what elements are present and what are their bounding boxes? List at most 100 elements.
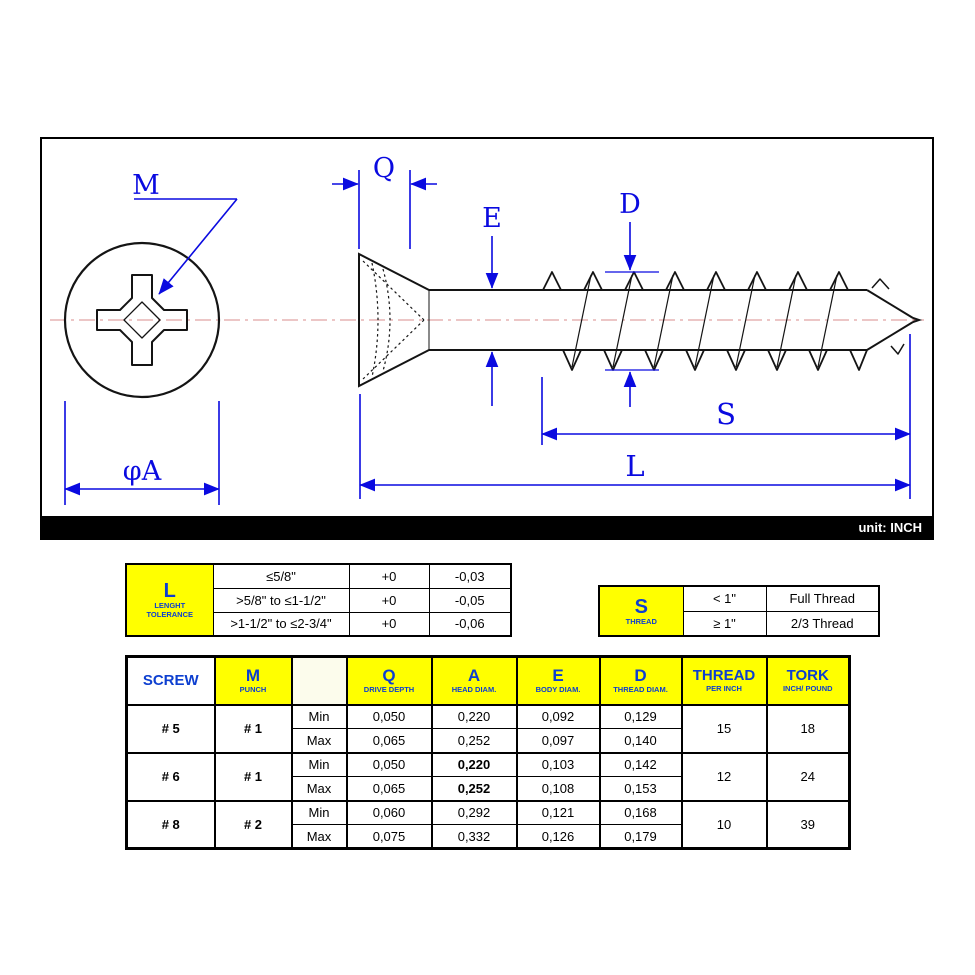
head-circle — [63, 241, 221, 399]
tolerance-minus: -0,06 — [428, 611, 512, 637]
dim-l: L — [359, 394, 911, 499]
screw-size-cell: # 5 — [125, 704, 216, 754]
tolerance-range: >5/8" to ≤1-1/2" — [212, 587, 350, 613]
label-m: M — [132, 170, 160, 201]
d-value: 0,142 — [598, 752, 683, 777]
screw-tip — [866, 289, 923, 351]
thread-condition: ≥ 1" — [682, 610, 767, 637]
q-value: 0,050 — [345, 704, 433, 729]
thread-length-table: S THREAD < 1" Full Thread ≥ 1" 2/3 Threa… — [598, 585, 880, 637]
a-value: 0,220 — [430, 752, 518, 777]
thread-per-inch-cell: 15 — [680, 704, 768, 754]
thread-rule-row: ≥ 1" 2/3 Thread — [599, 610, 880, 637]
tolerance-range: >1-1/2" to ≤2-3/4" — [212, 611, 350, 637]
dim-d: D — [605, 189, 659, 407]
tolerance-subtitle-1: LENGHT — [154, 601, 186, 610]
tolerance-row: >1-1/2" to ≤2-3/4" +0 -0,06 — [126, 611, 512, 637]
countersunk-head — [358, 252, 430, 388]
label-e: E — [482, 203, 502, 234]
spec-row-8-min: # 8 # 2 Min 0,060 0,292 0,121 0,168 10 3… — [125, 800, 851, 850]
punch-cell: # 1 — [213, 704, 293, 754]
thread-rule-row: S THREAD < 1" Full Thread — [598, 585, 880, 637]
q-value: 0,075 — [345, 824, 433, 850]
thread-value: Full Thread — [765, 585, 880, 612]
m-leader: M — [132, 170, 238, 295]
d-value: 0,179 — [598, 824, 683, 850]
phillips-recess — [96, 274, 188, 366]
label-q: Q — [373, 153, 395, 184]
spec-row-6-max: Max 0,065 0,252 0,108 0,153 — [127, 776, 850, 802]
label-d: D — [619, 189, 641, 220]
label-l: L — [625, 449, 644, 483]
punch-cell: # 1 — [213, 752, 293, 802]
d-value: 0,140 — [598, 728, 683, 754]
e-value: 0,121 — [515, 800, 601, 825]
spec-row-6-min: # 6 # 1 Min 0,050 0,220 0,103 0,142 12 2… — [125, 752, 851, 802]
thread-subtitle: THREAD — [625, 616, 657, 626]
tork-cell: 24 — [765, 752, 851, 802]
screw-size-cell: # 8 — [125, 800, 216, 850]
screw-front-view — [63, 241, 221, 399]
tolerance-plus: +0 — [348, 587, 430, 613]
label-phi-a: φA — [123, 456, 162, 487]
length-tolerance-table: L LENGHT TOLERANCE ≤5/8" +0 -0,03 >5/8" … — [125, 563, 512, 637]
tip-threads — [871, 278, 905, 355]
thread-value: 2/3 Thread — [765, 610, 880, 637]
spec-row-5-max: Max 0,065 0,252 0,097 0,140 — [127, 728, 850, 754]
tolerance-title-cell: L LENGHT TOLERANCE — [125, 563, 214, 637]
thread-title: S — [634, 595, 648, 618]
unit-bar: unit: INCH — [42, 516, 932, 538]
phillips-recess-inner — [123, 301, 161, 339]
a-value: 0,252 — [430, 728, 518, 754]
e-value: 0,108 — [515, 776, 601, 802]
thread-profile — [542, 271, 905, 371]
q-value: 0,065 — [345, 776, 433, 802]
a-value: 0,220 — [430, 704, 518, 729]
minmax-cell: Min — [290, 800, 348, 825]
e-value: 0,126 — [515, 824, 601, 850]
punch-cell: # 2 — [213, 800, 293, 850]
label-s: S — [716, 397, 736, 431]
tork-cell: 39 — [765, 800, 851, 850]
tork-cell: 18 — [765, 704, 851, 754]
tolerance-row: >5/8" to ≤1-1/2" +0 -0,05 — [126, 587, 512, 613]
a-value: 0,292 — [430, 800, 518, 825]
minmax-cell: Max — [290, 728, 348, 754]
tolerance-subtitle-2: TOLERANCE — [146, 610, 194, 619]
d-value: 0,168 — [598, 800, 683, 825]
d-value: 0,129 — [598, 704, 683, 729]
thread-condition: < 1" — [682, 585, 767, 612]
minmax-cell: Max — [290, 776, 348, 802]
dim-q: Q — [332, 153, 437, 249]
thread-per-inch-cell: 10 — [680, 800, 768, 850]
screw-side-view — [358, 252, 923, 388]
header-screw: SCREW — [125, 656, 216, 706]
a-value: 0,332 — [430, 824, 518, 850]
tolerance-range: ≤5/8" — [212, 563, 350, 589]
e-value: 0,092 — [515, 704, 601, 729]
q-value: 0,065 — [345, 728, 433, 754]
spec-row-8-max: Max 0,075 0,332 0,126 0,179 — [127, 824, 850, 850]
minmax-cell: Min — [290, 752, 348, 777]
head-recess-hidden-lines — [362, 260, 425, 380]
minmax-cell: Min — [290, 704, 348, 729]
thread-per-inch-cell: 12 — [680, 752, 768, 802]
spec-row-5-min: # 5 # 1 Min 0,050 0,220 0,092 0,129 15 1… — [125, 704, 851, 754]
tolerance-title: L — [163, 580, 176, 602]
screw-size-cell: # 6 — [125, 752, 216, 802]
a-value: 0,252 — [430, 776, 518, 802]
tolerance-minus: -0,05 — [428, 587, 512, 613]
tolerance-plus: +0 — [348, 611, 430, 637]
dim-e: E — [482, 203, 502, 406]
e-value: 0,103 — [515, 752, 601, 777]
thread-helix-lines — [571, 274, 838, 368]
thread-title-cell: S THREAD — [598, 585, 684, 637]
